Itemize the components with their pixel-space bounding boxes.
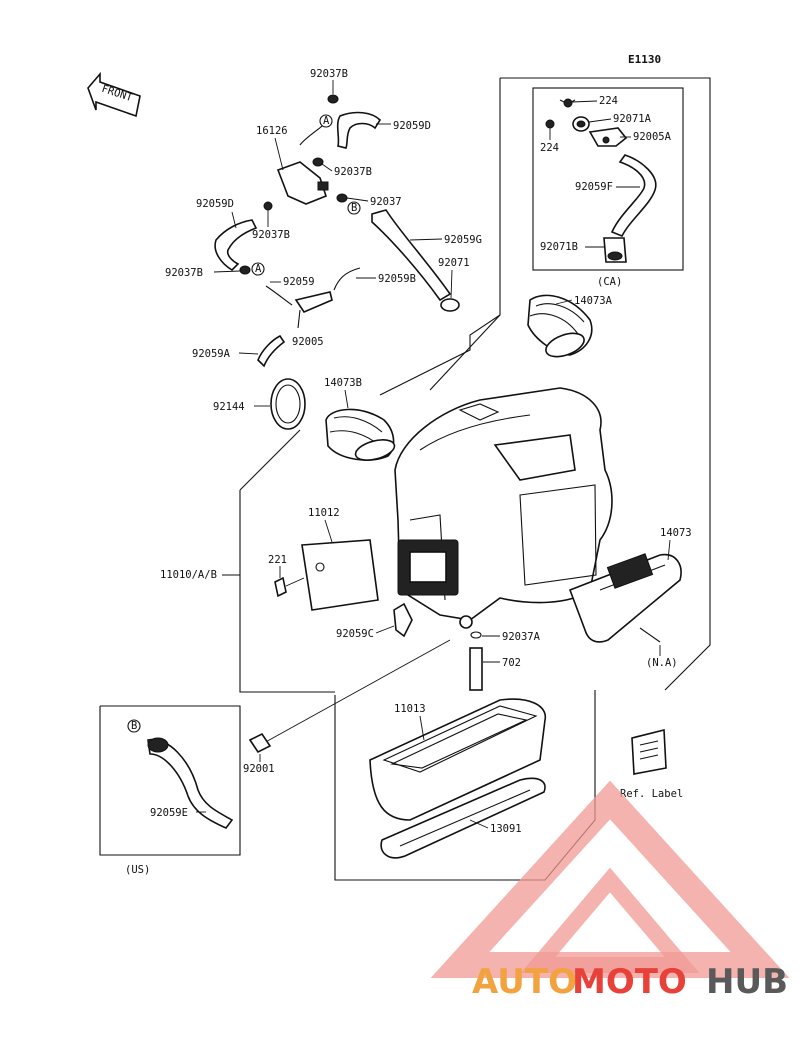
label-221: 221 [268, 554, 287, 566]
cover-plate-group: 11012 221 11010/A/B [160, 507, 379, 611]
us-box: B 92059E (US) [99, 705, 241, 876]
label-92059F: 92059F [575, 181, 613, 193]
automotohub-watermark: AUTO MOTO HUB [430, 780, 790, 1002]
hose-92059D-top-icon [336, 111, 382, 149]
callout-a-top-icon [319, 114, 333, 128]
label-92071A: 92071A [613, 113, 652, 125]
bolt-224-b-icon [545, 119, 555, 129]
duct-14073-icon [568, 553, 682, 643]
label-702: 702 [502, 657, 521, 669]
label-92005A: 92005A [633, 131, 672, 143]
valve-92005A-icon [588, 127, 628, 147]
label-14073: 14073 [660, 527, 692, 539]
intake-ducts: 14073A 14073B [324, 294, 613, 461]
label-92071: 92071 [438, 257, 470, 269]
callout-b-mid-icon [347, 201, 361, 215]
label-92059D-left: 92059D [196, 198, 234, 210]
label-11013: 11013 [394, 703, 426, 715]
callout-b-us-icon [127, 719, 141, 733]
svg-text:B: B [351, 202, 357, 214]
label-92037B-low: 92037B [165, 267, 203, 279]
label-92059: 92059 [283, 276, 315, 288]
label-92071B: 92071B [540, 241, 578, 253]
clamp-92037B-low-icon [239, 265, 251, 275]
label-92037: 92037 [370, 196, 402, 208]
bolt-92001-icon [248, 732, 272, 754]
clip-92037A-icon [470, 631, 482, 639]
clamp-92037-icon [336, 193, 348, 203]
joint-92005-icon [294, 291, 333, 313]
hose-92059G-icon [371, 209, 452, 302]
hose-92059E-icon [147, 738, 234, 829]
label-11012: 11012 [308, 507, 340, 519]
hose-92059A-icon [257, 334, 286, 368]
label-11010: 11010/A/B [160, 569, 217, 581]
clamp-92037B-top-icon [327, 94, 339, 104]
bolt-92001-group: 92001 [243, 639, 451, 775]
vacuum-hose-assembly: A B A [214, 94, 460, 430]
label-224-a: 224 [599, 95, 618, 107]
watermark-hub: HUB [706, 962, 788, 1002]
label-92037B-top: 92037B [310, 68, 348, 80]
label-224-b: 224 [540, 142, 559, 154]
label-92005: 92005 [292, 336, 324, 348]
diagram-code: E1130 [628, 53, 661, 66]
label-92037B-left: 92037B [252, 229, 290, 241]
duct-14073-group: 14073 (N.A) [568, 527, 692, 669]
label-ref-label: Ref. Label [620, 788, 683, 800]
watermark-auto: AUTO [472, 962, 577, 1002]
elbow-92059C-icon [393, 602, 413, 638]
ca-box: 224 224 92071A 92005A 92059F 92071B (CA) [532, 87, 684, 288]
filter-11013-icon [369, 698, 547, 821]
callout-a-low-icon [251, 262, 265, 276]
label-92001: 92001 [243, 763, 275, 775]
clamp-92037B-mid-icon [312, 157, 324, 167]
label-13091: 13091 [490, 823, 522, 835]
watermark-moto: MOTO [572, 962, 687, 1002]
label-14073B: 14073B [324, 377, 362, 389]
filter-element-group: 11013 13091 [369, 698, 547, 859]
hose-92059D-left-icon [214, 219, 258, 272]
bolt-221-icon [274, 576, 287, 598]
front-arrow-icon: FRONT [87, 71, 141, 118]
housing-top-block [493, 434, 576, 481]
clamp-92037B-left-icon [263, 201, 273, 211]
plug-702-icon [469, 647, 483, 691]
bolt-224-icon [563, 98, 573, 108]
svg-text:A: A [255, 263, 262, 275]
air-cleaner-housing [394, 387, 613, 629]
hose-92059F-icon [610, 154, 657, 238]
label-16126: 16126 [256, 125, 288, 137]
upper-labels: 92037B 92059D 16126 92037B 92059D 92037B… [165, 68, 482, 413]
label-92059G: 92059G [444, 234, 482, 246]
svg-text:B: B [131, 720, 137, 732]
label-92037B-mid: 92037B [334, 166, 372, 178]
label-92059E: 92059E [150, 807, 188, 819]
cover-11012-icon [301, 539, 379, 611]
label-92037A: 92037A [502, 631, 541, 643]
ca-region-label: (CA) [597, 276, 622, 288]
label-92059C: 92059C [336, 628, 374, 640]
reference-label-group: Ref. Label [620, 728, 683, 800]
drain-parts: 92059C 92037A 702 [336, 602, 541, 691]
label-92059B: 92059B [378, 273, 416, 285]
label-92059A: 92059A [192, 348, 231, 360]
ref-label-icon [631, 728, 667, 775]
label-92059D-top: 92059D [393, 120, 431, 132]
na-region-label: (N.A) [646, 657, 678, 669]
cover-13091-icon [380, 777, 546, 859]
valve-16126-icon [276, 161, 327, 205]
label-92144: 92144 [213, 401, 245, 413]
label-14073A: 14073A [574, 295, 613, 307]
grommet-92071-icon [440, 298, 460, 312]
us-region-label: (US) [125, 864, 150, 876]
svg-text:A: A [323, 115, 330, 127]
